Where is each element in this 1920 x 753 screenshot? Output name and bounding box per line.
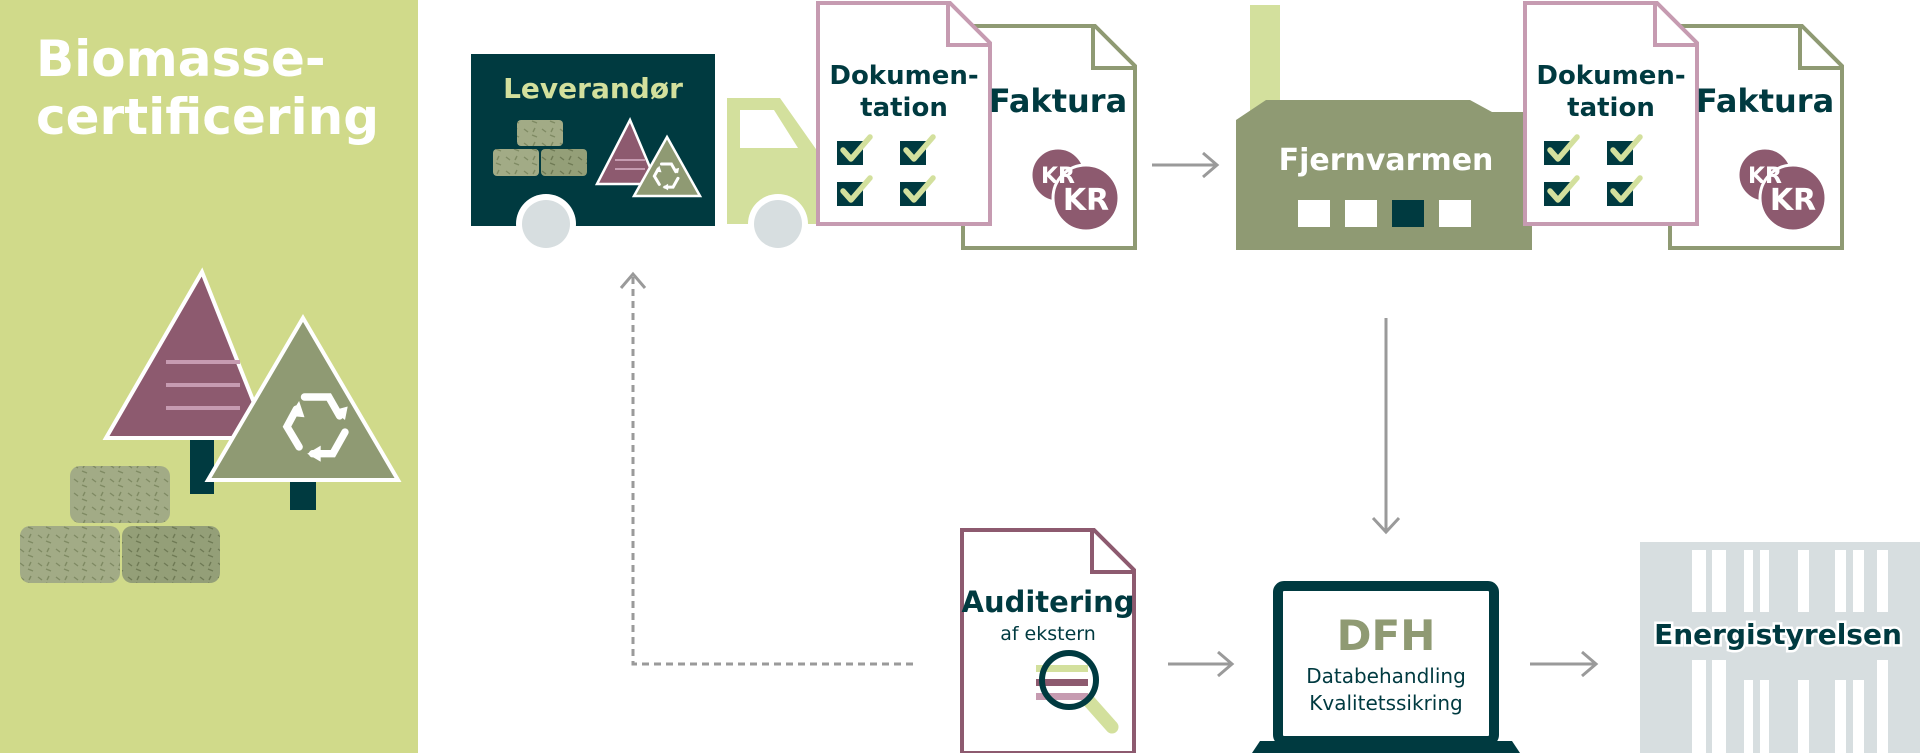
dfh-line1: Databehandling [1306,664,1466,688]
plant-kr-back-label: KR [1748,164,1782,189]
audit-document [960,528,1136,753]
plant-label: Fjernvarmen [1279,143,1494,178]
district-heating-plant-icon [1236,5,1532,250]
trees-small-icon [594,117,703,208]
kr-coins-icon [1029,146,1121,233]
kr-coins-icon [1736,146,1828,233]
plant-documentation-label-line2: tation [1567,93,1655,123]
supplier-kr-front-label: KR [1063,183,1109,218]
spruce-tree-icon [102,267,271,494]
supplier-documentation-label-line2: tation [860,93,948,123]
arrow-dfh-to-agency [1530,650,1599,678]
laptop-icon [1252,581,1520,753]
page-title-line2: certificering [36,88,380,146]
page-title: Biomasse- certificering [36,30,416,146]
supplier-documentation-label-line1: Dokumen- [829,61,978,91]
dfh-line2: Kvalitetssikring [1309,691,1462,715]
page-title-line1: Biomasse- [36,30,326,88]
supplier-invoice-label: Faktura [989,82,1127,120]
arrow-supplier-to-plant [1152,151,1220,179]
agency-label: Energistyrelsen [1654,618,1902,651]
arrow-plant-to-dfh [1371,318,1401,535]
arrow-audit-to-dfh [1168,650,1235,678]
hay-bales-small-icon [493,120,587,176]
plant-invoice-document [1668,24,1844,250]
dfh-title: DFH [1337,611,1436,660]
plant-documentation-label-line1: Dokumen- [1536,61,1685,91]
audit-subtitle: af ekstern [1000,623,1096,645]
dashed-arrow-head [619,271,647,289]
office-building-icon [1640,542,1920,753]
delivery-truck-icon [471,54,828,254]
plant-invoice-label: Faktura [1696,82,1834,120]
plant-kr-front-label: KR [1770,183,1816,218]
supplier-kr-back-label: KR [1041,164,1075,189]
audit-title: Auditering [962,585,1135,619]
hay-bales-icon [20,466,220,583]
recycle-tree-icon [204,314,402,510]
supplier-label: Leverandør [503,72,683,105]
dashed-arrow-audit-to-supplier [631,276,913,666]
supplier-documentation-document [816,1,992,226]
plant-documentation-document [1523,1,1699,226]
magnifier-icon [1036,650,1119,734]
